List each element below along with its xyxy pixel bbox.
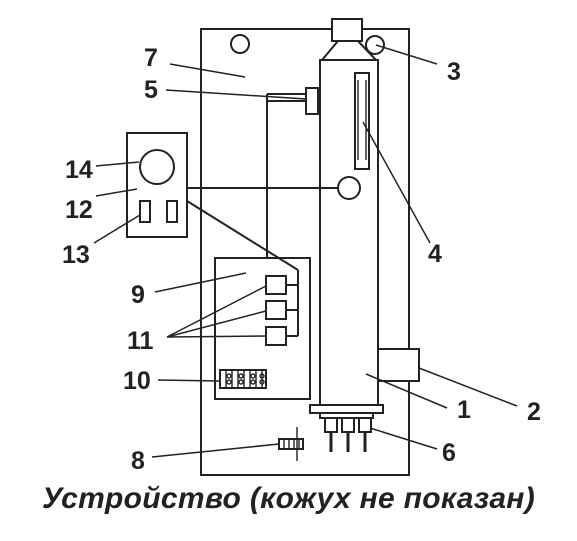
callout-6: 6 bbox=[442, 439, 456, 467]
pressure-gauge bbox=[139, 149, 175, 185]
heating-element-terminal-3 bbox=[358, 417, 372, 433]
heating-element-terminal-2 bbox=[341, 417, 355, 433]
callout-1: 1 bbox=[457, 396, 471, 424]
relay-2 bbox=[265, 300, 287, 320]
callout-3: 3 bbox=[447, 58, 461, 86]
terminal-block bbox=[219, 369, 267, 389]
relay-1 bbox=[265, 275, 287, 295]
panel-wiring bbox=[186, 200, 299, 271]
callout-5: 5 bbox=[144, 76, 158, 104]
callout-8: 8 bbox=[131, 447, 145, 475]
panel-switch-left bbox=[139, 200, 151, 223]
callout-10: 10 bbox=[123, 367, 151, 395]
pressure-switch bbox=[305, 87, 319, 115]
callout-13: 13 bbox=[62, 241, 90, 269]
relay-wiring bbox=[286, 270, 299, 337]
callout-11: 11 bbox=[127, 327, 154, 355]
callout-9: 9 bbox=[131, 281, 145, 309]
electrical-box bbox=[214, 257, 311, 400]
callout-2: 2 bbox=[527, 398, 541, 426]
temperature-sensor bbox=[337, 176, 361, 200]
callout-4: 4 bbox=[428, 240, 442, 268]
thermostat bbox=[354, 72, 370, 170]
mounting-hole-right bbox=[365, 35, 385, 55]
heating-element-terminal-1 bbox=[324, 417, 338, 433]
mounting-hole-left bbox=[230, 34, 250, 54]
callout-7: 7 bbox=[144, 44, 158, 72]
inlet-pipe bbox=[377, 348, 420, 382]
callout-14: 14 bbox=[65, 156, 93, 184]
switch-wiring bbox=[266, 93, 306, 258]
heater-flange bbox=[309, 404, 384, 414]
outlet-pipe bbox=[331, 18, 363, 42]
panel-switch-right bbox=[166, 200, 178, 223]
relay-3 bbox=[265, 326, 287, 346]
callout-12: 12 bbox=[65, 196, 93, 224]
diagram-caption: Устройство (кожух не показан) bbox=[41, 482, 536, 515]
